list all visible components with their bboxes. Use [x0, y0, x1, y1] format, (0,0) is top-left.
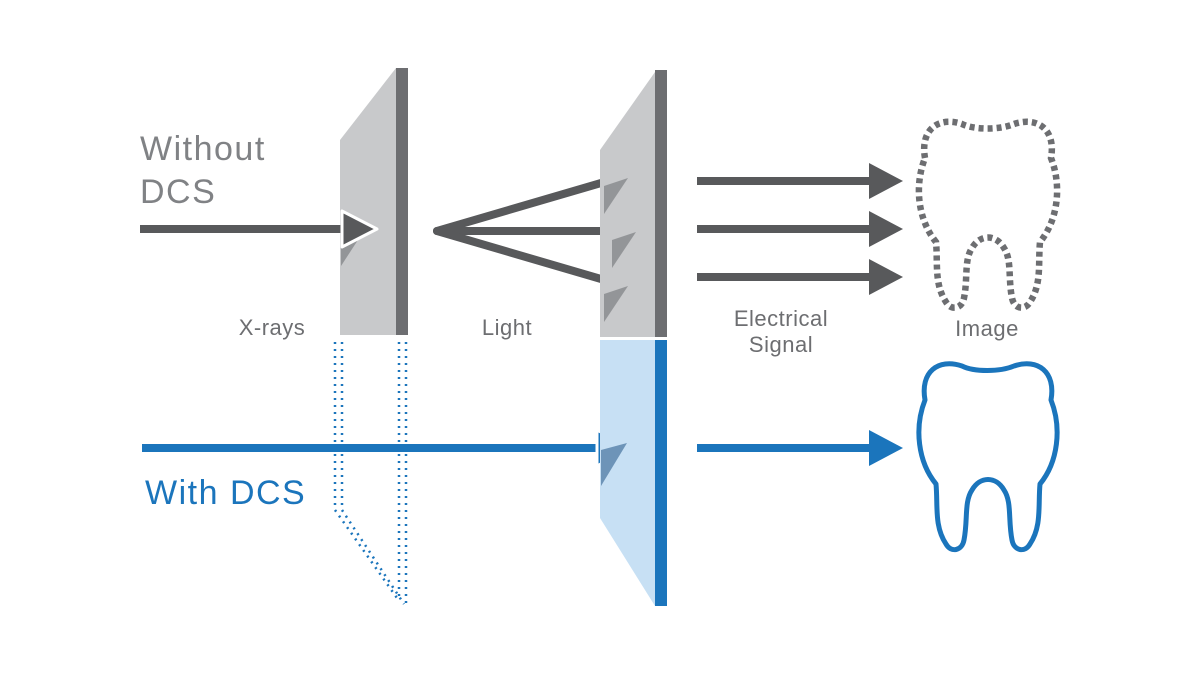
dcs-xray-arrow [142, 428, 634, 468]
with-dcs-heading: With DCS [145, 474, 306, 512]
electrical-arrow-1 [697, 163, 903, 199]
smooth-tooth-icon [919, 364, 1057, 550]
arrow-head [869, 259, 903, 295]
light-label: Light [482, 315, 532, 340]
arrow-shadow [601, 443, 627, 486]
panel-face [600, 72, 655, 337]
scintillator-panel [340, 68, 408, 335]
removed-panel-outline [333, 342, 408, 606]
panel-bar [655, 340, 667, 606]
arrow-head [869, 163, 903, 199]
dotted-line [333, 509, 399, 599]
electrical-arrow-2 [697, 211, 903, 247]
arrow-head [869, 430, 903, 466]
dotted-line [340, 509, 406, 605]
arrow-shadow-bottom [604, 286, 628, 322]
pixelated-tooth-icon [919, 122, 1057, 308]
panel-bar [655, 70, 667, 337]
image-label: Image [955, 316, 1019, 341]
arrow-head [869, 211, 903, 247]
panel-bar [396, 68, 408, 335]
xrays-label: X-rays [239, 315, 306, 340]
panel-face [340, 68, 396, 335]
without-dcs-heading-line2: DCS [140, 173, 216, 211]
electrical-signal-label-line2: Signal [749, 332, 813, 357]
sensor-panel [600, 70, 667, 337]
arrow-shadow-middle [612, 232, 636, 268]
electrical-signal-label-line1: Electrical [734, 306, 828, 331]
arrow-shadow-top [604, 178, 628, 214]
without-dcs-heading-line1: Without [140, 130, 266, 168]
without-dcs-section: Without DCS [140, 68, 1057, 357]
panel-face [600, 340, 655, 606]
dcs-signal-arrow [697, 430, 903, 466]
electrical-arrow-3 [697, 259, 903, 295]
arrow-shaft [433, 227, 605, 283]
electrical-signal-label: Electrical Signal [734, 306, 828, 357]
arrow-shaft [433, 179, 605, 235]
with-dcs-section: With DCS [142, 340, 1057, 606]
electrical-signal-arrows [697, 163, 903, 295]
xray-arrow [140, 209, 379, 249]
arrow-head [340, 209, 379, 249]
dcs-sensor-panel [600, 340, 667, 606]
